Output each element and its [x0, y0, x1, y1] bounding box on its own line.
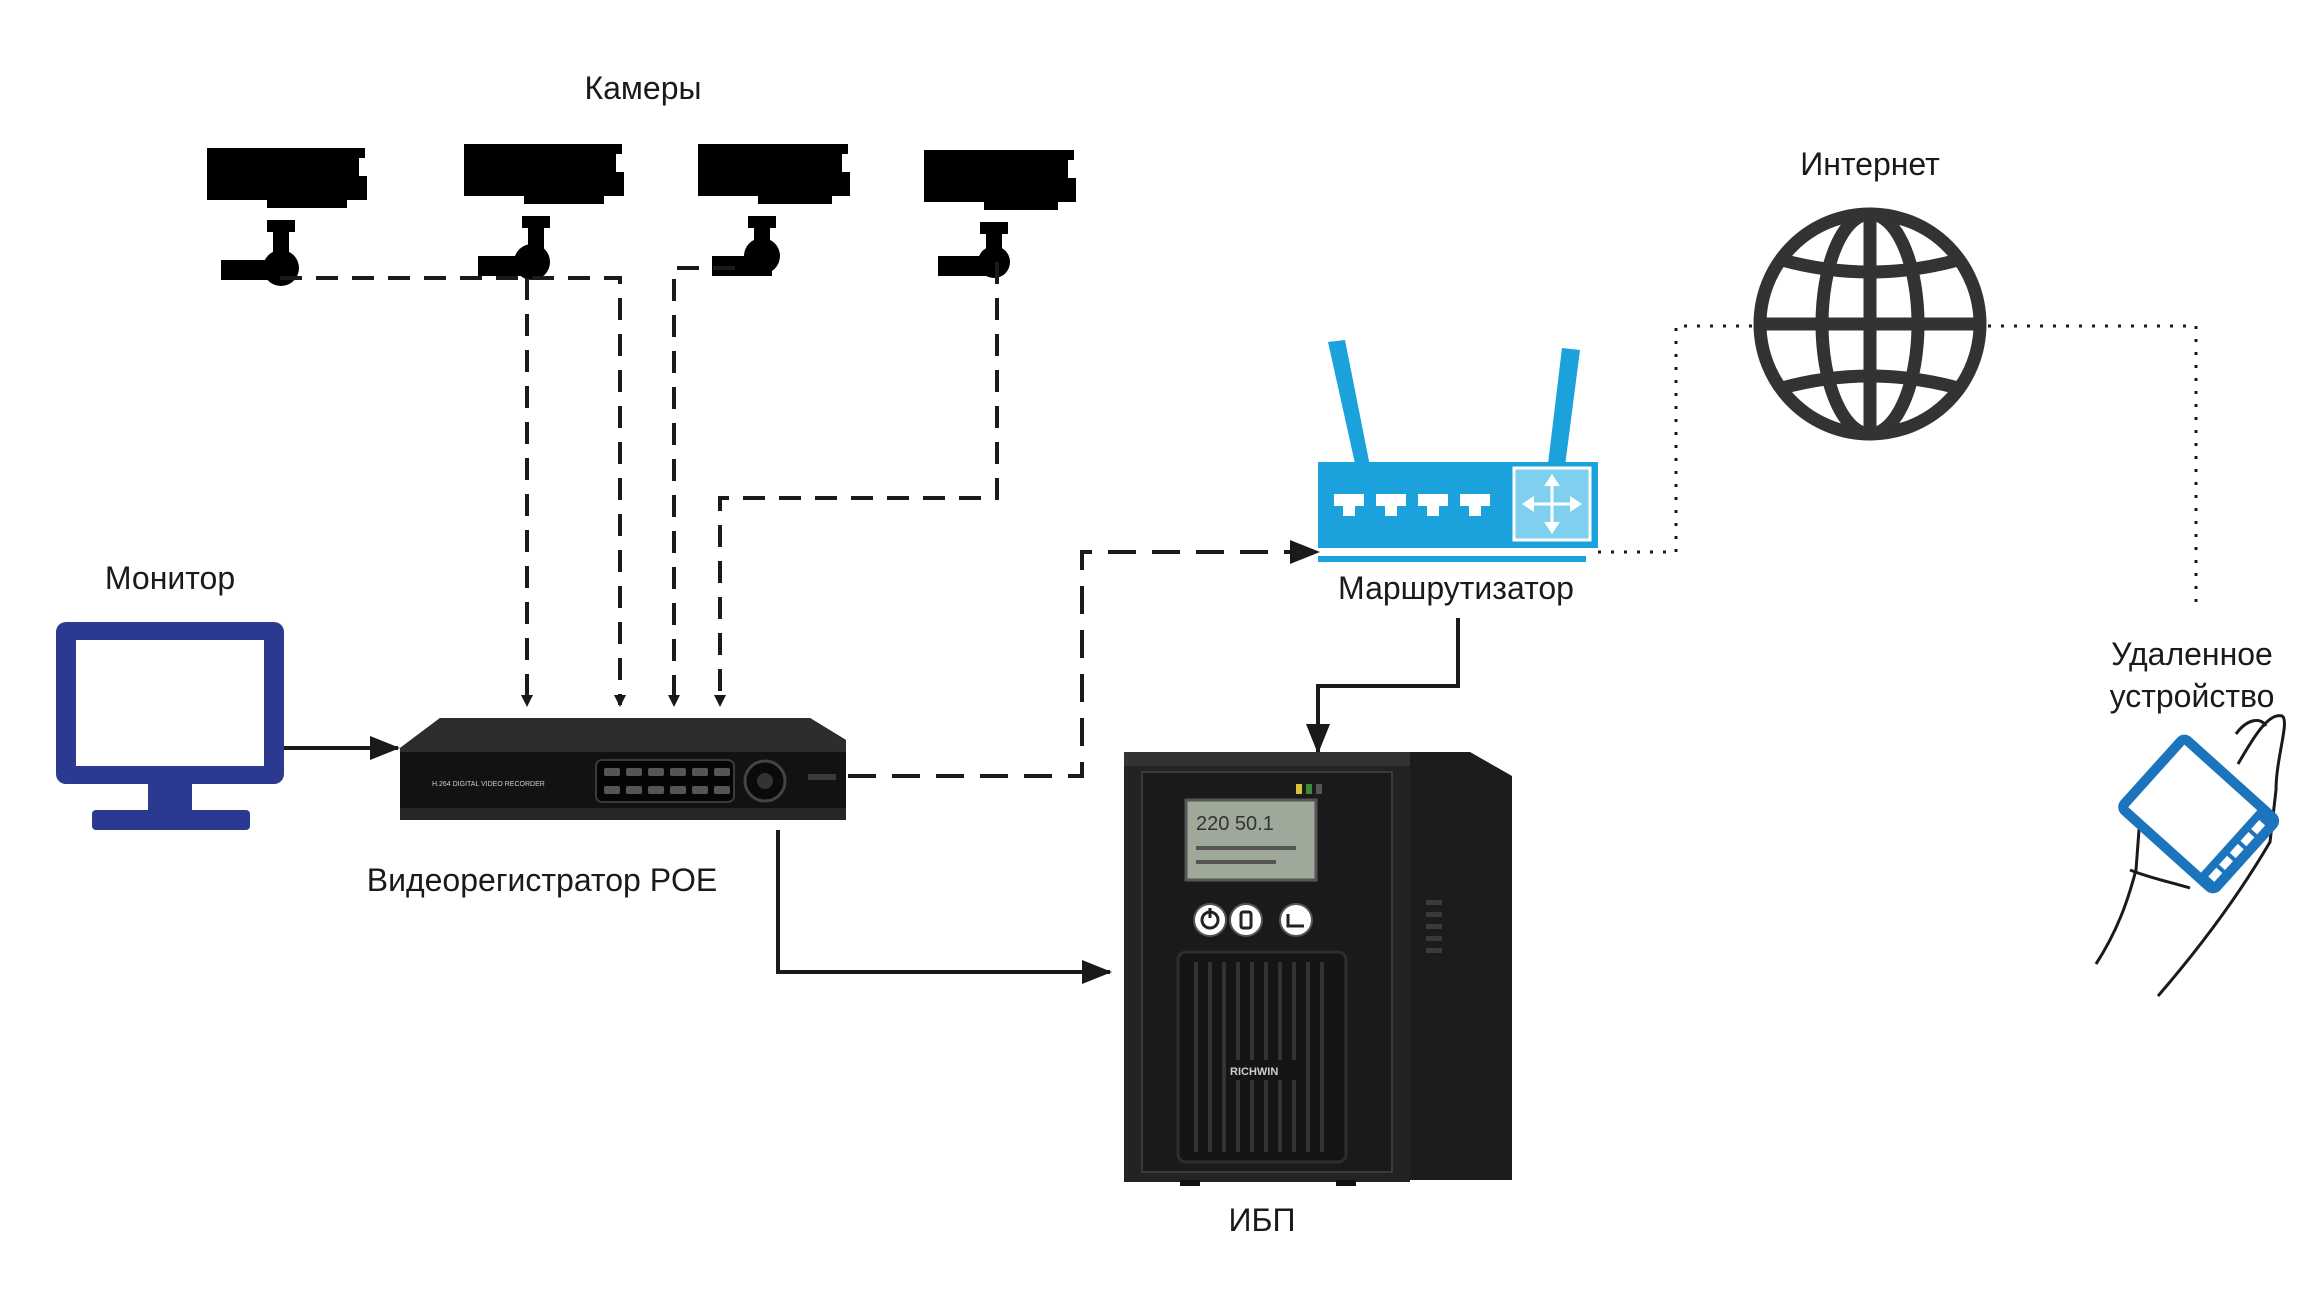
dvr-to-ups-line [776, 830, 1112, 984]
cameras-label: Камеры [584, 70, 702, 106]
camera-icon-2 [464, 144, 624, 280]
dvr-model-text: H.264 DIGITAL VIDEO RECORDER [432, 781, 545, 788]
ups-brand-text: RICHWIN [1230, 1066, 1278, 1078]
monitor-icon [56, 622, 284, 830]
router-icon [1318, 340, 1598, 562]
router-to-ups-line [1306, 618, 1460, 754]
dvr-label: Видеорегистратор POE [366, 862, 718, 898]
remote-device-label-line2: устройство [2109, 678, 2275, 714]
remote-device-icon [2094, 714, 2286, 997]
ups-device: 220 50.1 RICHWIN [1124, 752, 1512, 1186]
camera-connections [280, 262, 999, 707]
dvr-device: H.264 DIGITAL VIDEO RECORDER [400, 718, 846, 820]
remote-device-label-line1: Удаленное [2111, 636, 2273, 672]
dvr-to-router-line [848, 540, 1320, 778]
router-to-internet-line [1598, 324, 1752, 554]
ups-display-text: 220 50.1 [1196, 813, 1274, 835]
camera-icon-1 [207, 148, 367, 286]
internet-to-remote-line [1988, 324, 2198, 610]
internet-label: Интернет [1800, 146, 1940, 182]
router-label: Маршрутизатор [1338, 570, 1574, 606]
monitor-label: Монитор [104, 560, 236, 596]
camera-icon-3 [698, 144, 850, 276]
ups-label: ИБП [1228, 1202, 1296, 1238]
globe-icon [1753, 207, 1987, 441]
camera-icon-4 [924, 150, 1076, 278]
